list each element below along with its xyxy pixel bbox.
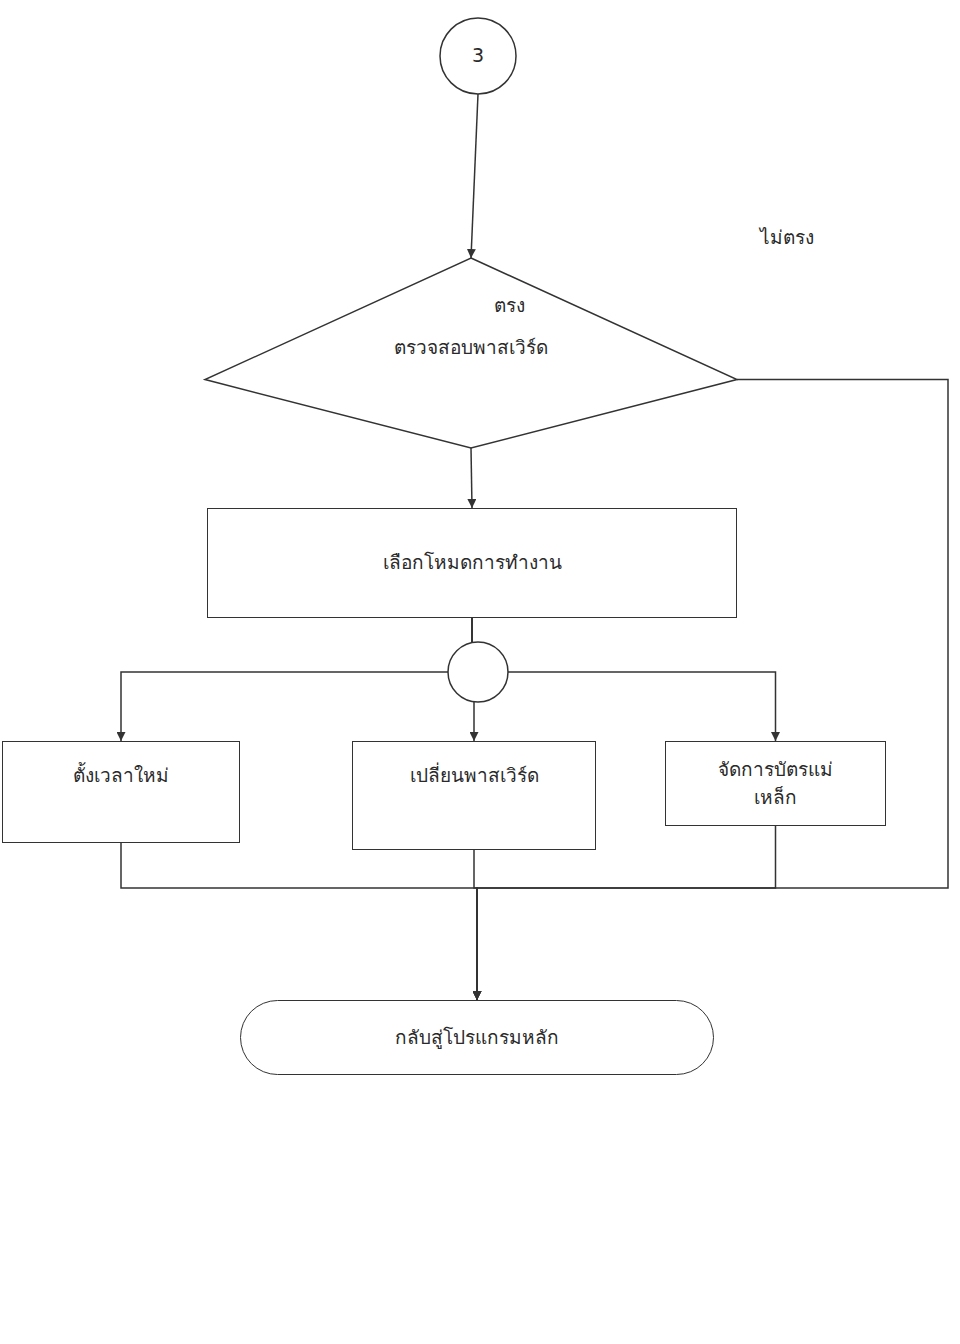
junction-circle — [448, 642, 508, 702]
flow-connector — [121, 618, 472, 741]
node-text: เปลี่ยนพาสเวิร์ด — [404, 762, 545, 790]
connector-circle: 3 — [440, 18, 516, 94]
edge-label: ไม่ตรง — [757, 225, 817, 250]
decision-diamond: ตรวจสอบพาสเวิร์ด — [205, 258, 737, 448]
flow-connector — [477, 380, 948, 1000]
node-text: เลือกโหมดการทำงาน — [377, 549, 568, 577]
node-text: ตั้งเวลาใหม่ — [67, 762, 175, 790]
process-box: เปลี่ยนพาสเวิร์ด — [352, 741, 596, 850]
flow-connector — [471, 94, 478, 258]
flow-connector — [472, 618, 776, 741]
node-text: กลับสู่โปรแกรมหลัก — [389, 1024, 565, 1052]
node-text: 3 — [466, 42, 490, 70]
shape-outline — [205, 258, 737, 448]
flow-connector — [471, 448, 472, 508]
shape-outline — [440, 18, 516, 94]
flow-connector — [477, 826, 776, 1000]
node-text: ตรวจสอบพาสเวิร์ด — [388, 334, 554, 362]
flow-connector — [121, 843, 477, 1000]
process-box: จัดการบัตรแม่เหล็ก — [665, 741, 886, 826]
process-box: ตั้งเวลาใหม่ — [2, 741, 240, 843]
edge-label: ตรง — [491, 293, 528, 318]
node-text: จัดการบัตรแม่เหล็ก — [700, 756, 852, 811]
process-box: เลือกโหมดการทำงาน — [207, 508, 737, 618]
terminal-box: กลับสู่โปรแกรมหลัก — [240, 1000, 714, 1075]
